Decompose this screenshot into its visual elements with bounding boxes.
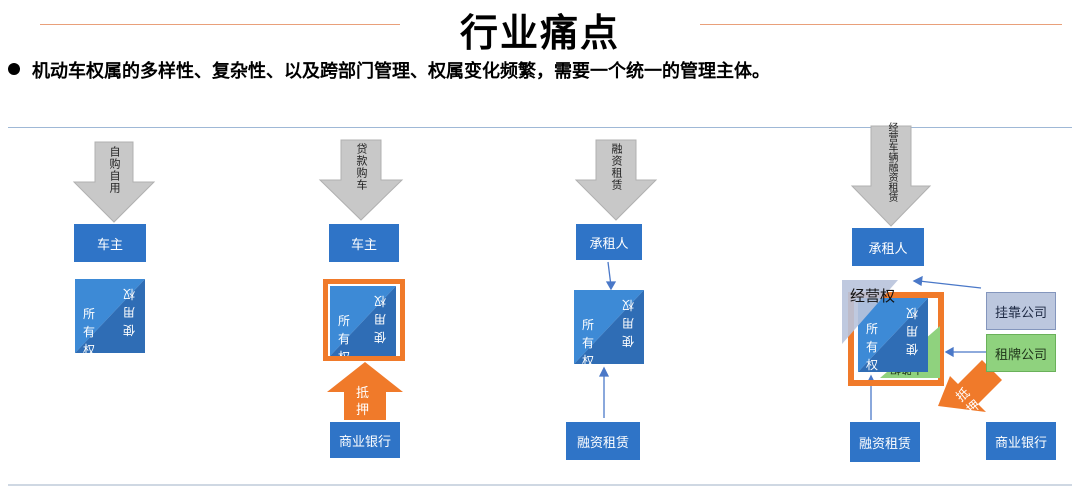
pledge-arrow-panel2 [327, 362, 403, 420]
down-arrow-panel1 [72, 141, 156, 223]
bullet-dot-icon [8, 63, 20, 75]
usage-right-label: 使用权 [905, 306, 918, 356]
pledge-frame-panel2 [323, 279, 405, 361]
lessor-box-panel4: 融资租赁 [850, 422, 920, 462]
bank-box-panel4: 商业银行 [986, 422, 1056, 460]
lessor-box-panel3: 融资租赁 [566, 422, 640, 460]
bottom-separator [8, 484, 1072, 486]
arrow-label-panel3: 融资租赁 [610, 143, 623, 191]
lessee-box-panel3: 承租人 [576, 224, 642, 260]
operating-right-label: 经营权 [850, 287, 896, 305]
down-arrow-panel3 [574, 139, 658, 221]
ownership-label: 所有权 [83, 307, 96, 353]
lessee-box-panel4: 承租人 [852, 228, 924, 266]
bank-box-panel2: 商业银行 [330, 422, 400, 458]
header-rule-right [700, 24, 1062, 25]
ownership-label: 所有权 [582, 318, 595, 364]
bullet-point: 机动车权属的多样性、复杂性、以及跨部门管理、权属变化频繁，需要一个统一的管理主体… [8, 57, 770, 83]
rights-block-panel2: 所有权 使用权 [330, 286, 396, 356]
bullet-text: 机动车权属的多样性、复杂性、以及跨部门管理、权属变化频繁，需要一个统一的管理主体… [32, 61, 770, 82]
ownership-label: 所有权 [866, 322, 879, 372]
arrow-label-panel4: 经营车辆融资租赁 [886, 122, 897, 202]
page-title: 行业痛点 [459, 11, 620, 55]
pledge-frame-panel4 [848, 292, 944, 386]
ownership-label: 所有权 [338, 314, 351, 356]
rights-block-panel1: 所有权 使用权 [75, 279, 145, 353]
arrow-label-panel1: 自购自用 [108, 146, 121, 194]
owner-box-panel1: 车主 [74, 224, 146, 262]
arrow-label-panel2: 贷款购车 [355, 143, 368, 191]
rights-block-panel3: 所有权 使用权 [574, 290, 644, 364]
owner-box-panel2: 车主 [329, 224, 399, 262]
affiliation-company-box: 挂靠公司 [986, 292, 1056, 330]
pledge-arrow-panel4 [938, 360, 1002, 412]
pledge-label-panel2: 抵押 [356, 386, 370, 418]
down-arrow-panel4 [850, 125, 932, 227]
usage-right-label: 使用权 [122, 287, 135, 337]
header-rule-left [40, 24, 400, 25]
plate-rental-company-box: 租牌公司 [986, 334, 1056, 372]
usage-right-label: 使用权 [373, 294, 386, 344]
top-separator [8, 127, 1072, 128]
down-arrow-panel2 [318, 139, 404, 221]
usage-right-label: 使用权 [621, 298, 634, 348]
